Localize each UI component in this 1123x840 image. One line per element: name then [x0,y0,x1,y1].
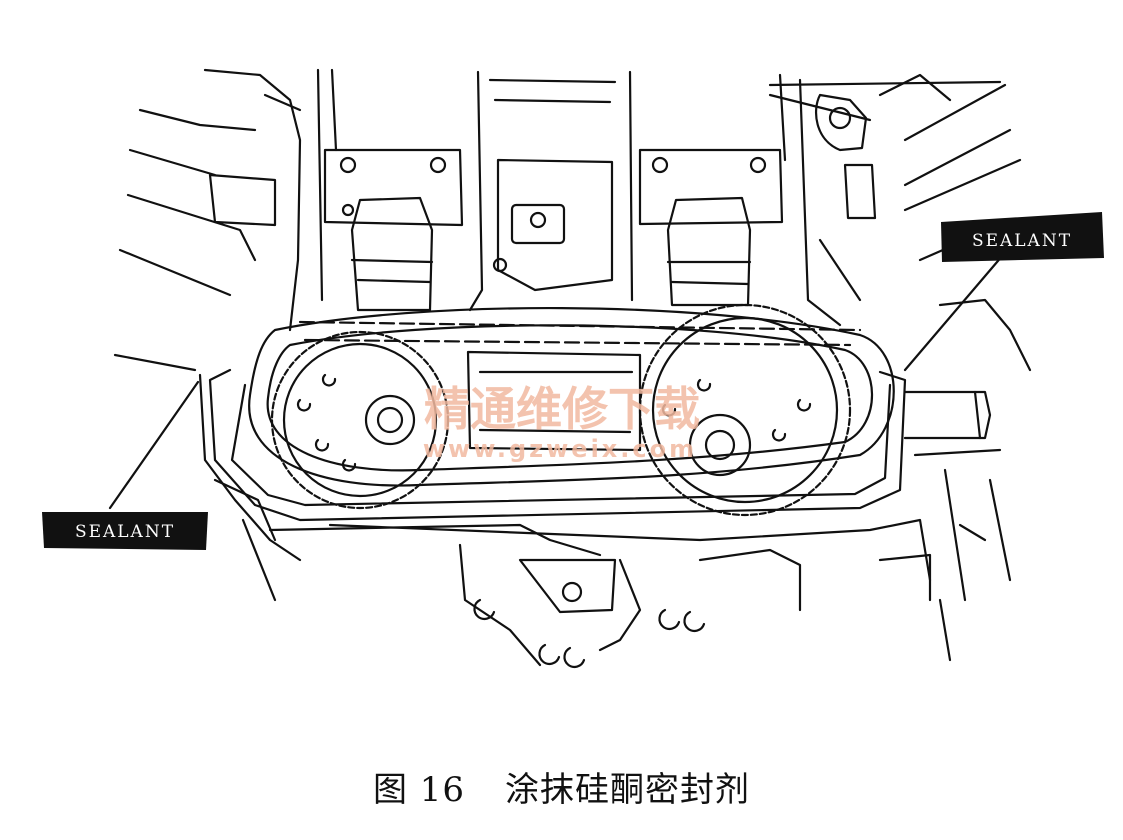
figure-title: 涂抹硅酮密封剂 [505,770,751,810]
figure-caption: 图 16 涂抹硅酮密封剂 [0,762,1123,811]
camshaft-right [666,196,752,307]
engine-body-right [814,73,1032,662]
engine-body-left [113,68,302,602]
cam-bearing-cap-right [638,148,784,226]
watermark-url: www.gzweix.com [423,435,697,463]
camshaft-left [350,196,434,312]
sealant-label-right: SEALANT [941,212,1104,262]
sealant-label-left-text: SEALANT [75,522,175,542]
cam-bearing-cap-left [323,148,464,227]
watermark: 精通维修下载 www.gzweix.com [423,382,700,463]
watermark-title: 精通维修下载 [424,382,700,436]
leader-line-right [903,253,1005,372]
sealant-label-left: SEALANT [42,512,208,550]
sealant-label-right-text: SEALANT [972,231,1072,251]
output-shaft [903,390,992,440]
cam-sprocket-left [270,330,450,510]
timing-chain [248,306,895,487]
leader-line-left [108,380,200,510]
center-bracket [492,158,614,292]
figure-number: 图 16 [372,770,466,810]
chain-guide [466,350,642,452]
cylinder-head [316,68,1002,327]
lower-block [328,518,932,669]
